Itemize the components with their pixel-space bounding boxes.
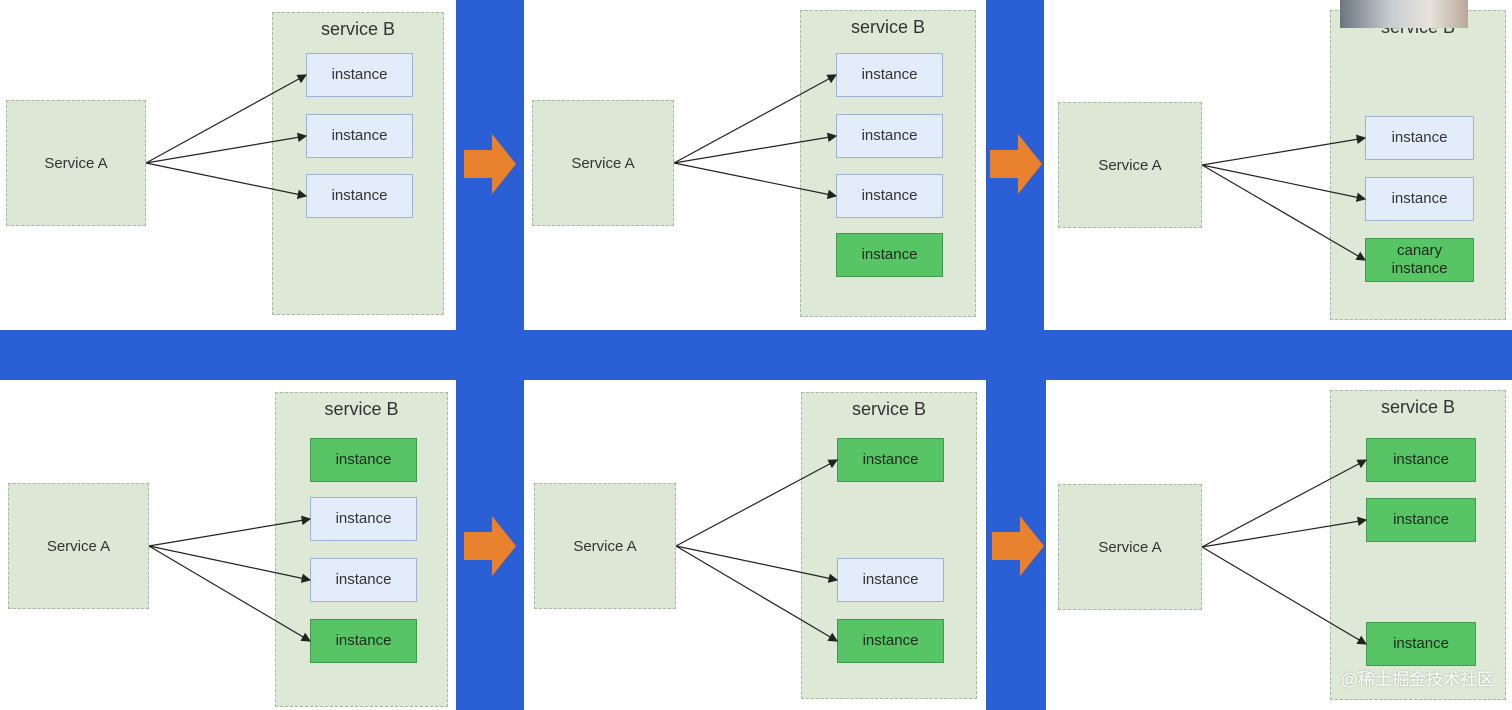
panel-1: Service A service B instance instance in… <box>0 0 456 330</box>
instance-label: instance <box>862 451 919 468</box>
service-a-label: Service A <box>46 537 111 555</box>
instance-new: instance <box>1366 622 1476 666</box>
instance-new: instance <box>310 438 417 482</box>
panel-3: Service A service B instance instance ca… <box>1044 0 1512 330</box>
panel-4: Service A service B instance instance in… <box>0 380 456 710</box>
instance-label: instance <box>1393 635 1449 652</box>
orange-step-arrow-icon <box>992 516 1044 576</box>
instance-label: instance <box>1393 451 1449 468</box>
instance-label: instance <box>335 571 392 588</box>
panel-2: Service A service B instance instance in… <box>524 0 986 330</box>
instance-label: instance <box>861 246 918 263</box>
instance-old: instance <box>836 114 943 158</box>
instance-old: instance <box>310 497 417 541</box>
service-a-box: Service A <box>1058 484 1202 610</box>
instance-old: instance <box>837 558 944 602</box>
instance-label: instance <box>1393 511 1449 528</box>
instance-old: instance <box>306 114 413 158</box>
instance-new: instance <box>836 233 943 277</box>
watermark: @稀土掘金技术社区 <box>1340 670 1494 689</box>
instance-new: instance <box>1366 438 1476 482</box>
service-b-title: service B <box>850 17 926 37</box>
webcam-overlay <box>1340 0 1468 28</box>
canary-label: canary instance <box>1391 242 1448 277</box>
instance-label: instance <box>331 127 388 144</box>
instance-new: instance <box>1366 498 1476 542</box>
canary-instance: canary instance <box>1365 238 1474 282</box>
instance-label: instance <box>331 66 388 83</box>
instance-label: instance <box>861 127 918 144</box>
instance-new: instance <box>310 619 417 663</box>
instance-old: instance <box>1365 177 1474 221</box>
service-a-box: Service A <box>1058 102 1202 228</box>
panel-6: Service A service B instance instance in… <box>1046 380 1512 710</box>
instance-label: instance <box>861 66 918 83</box>
service-a-label: Service A <box>1098 156 1162 174</box>
instance-label: instance <box>1391 129 1448 146</box>
instance-label: instance <box>1391 190 1448 207</box>
instance-label: instance <box>335 451 392 468</box>
instance-old: instance <box>306 174 413 218</box>
panel-5: Service A service B instance instance in… <box>524 380 986 710</box>
service-a-box: Service A <box>8 483 149 609</box>
service-b-title: service B <box>1380 397 1456 417</box>
instance-label: instance <box>862 632 919 649</box>
service-a-box: Service A <box>532 100 674 226</box>
instance-old: instance <box>836 174 943 218</box>
instance-old: instance <box>310 558 417 602</box>
service-a-box: Service A <box>534 483 676 609</box>
instance-label: instance <box>861 187 918 204</box>
service-a-label: Service A <box>1098 538 1162 556</box>
service-b-title: service B <box>320 19 396 39</box>
instance-label: instance <box>335 632 392 649</box>
instance-label: instance <box>862 571 919 588</box>
service-a-label: Service A <box>44 154 108 172</box>
instance-old: instance <box>1365 116 1474 160</box>
instance-new: instance <box>837 438 944 482</box>
orange-step-arrow-icon <box>464 134 516 194</box>
service-a-box: Service A <box>6 100 146 226</box>
service-a-label: Service A <box>573 537 637 555</box>
instance-new: instance <box>837 619 944 663</box>
instance-old: instance <box>836 53 943 97</box>
service-b-title: service B <box>851 399 927 419</box>
instance-label: instance <box>331 187 388 204</box>
service-a-label: Service A <box>571 154 635 172</box>
instance-old: instance <box>306 53 413 97</box>
instance-label: instance <box>335 510 392 527</box>
orange-step-arrow-icon <box>464 516 516 576</box>
orange-step-arrow-icon <box>990 134 1042 194</box>
service-b-title: service B <box>324 399 399 419</box>
